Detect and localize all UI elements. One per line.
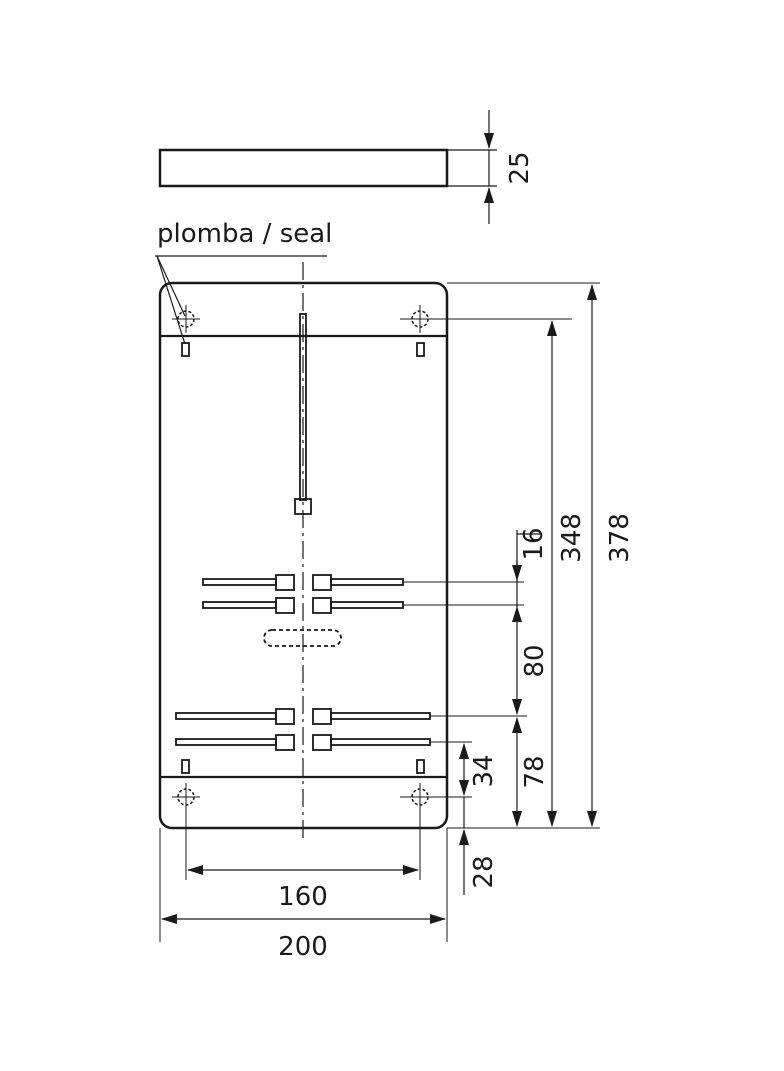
rail-gap-text: 16 xyxy=(519,527,549,560)
depth-dimension: 25 xyxy=(447,110,535,224)
tab-top-left xyxy=(181,342,190,357)
overall-width-dimension: 200 xyxy=(159,828,448,962)
rail-spacing-dimension: 80 xyxy=(512,606,550,715)
rail-gap-dimension: 16 xyxy=(512,527,549,607)
bottom-hole-offset-dimension: 28 xyxy=(459,797,499,895)
mounting-hole-top-left xyxy=(172,305,200,333)
rail-to-bottom-dimension: 78 xyxy=(512,717,550,827)
vertical-slot xyxy=(294,313,312,515)
overall-height-text: 378 xyxy=(605,513,635,563)
overall-width-text: 200 xyxy=(278,932,328,962)
rail-to-bottom-text: 78 xyxy=(520,755,550,788)
hole-spacing-vertical-dimension: 348 xyxy=(547,320,587,827)
tab-bottom-right xyxy=(416,759,425,774)
depth-dim-text: 25 xyxy=(505,151,535,184)
top-view-profile xyxy=(158,148,449,188)
seal-label: plomba / seal xyxy=(157,219,332,249)
upper-rail-1 xyxy=(202,574,404,591)
bottom-rail-text: 34 xyxy=(469,754,499,787)
right-extension-lines xyxy=(403,282,600,829)
dashed-oval-cutout xyxy=(263,629,342,647)
bottom-rail-dimension: 34 xyxy=(459,743,499,796)
hole-spacing-vertical-text: 348 xyxy=(557,513,587,563)
overall-height-dimension: 378 xyxy=(587,284,635,827)
hole-spacing-horizontal-text: 160 xyxy=(278,882,328,912)
bottom-hole-offset-text: 28 xyxy=(469,855,499,888)
hole-spacing-horizontal-dimension: 160 xyxy=(185,806,421,912)
seal-leader-1 xyxy=(156,255,186,317)
rail-spacing-text: 80 xyxy=(520,644,550,677)
tab-top-right xyxy=(416,342,425,357)
tab-bottom-left xyxy=(181,759,190,774)
mounting-hole-top-right xyxy=(400,305,440,333)
seal-leader-2 xyxy=(156,255,186,345)
